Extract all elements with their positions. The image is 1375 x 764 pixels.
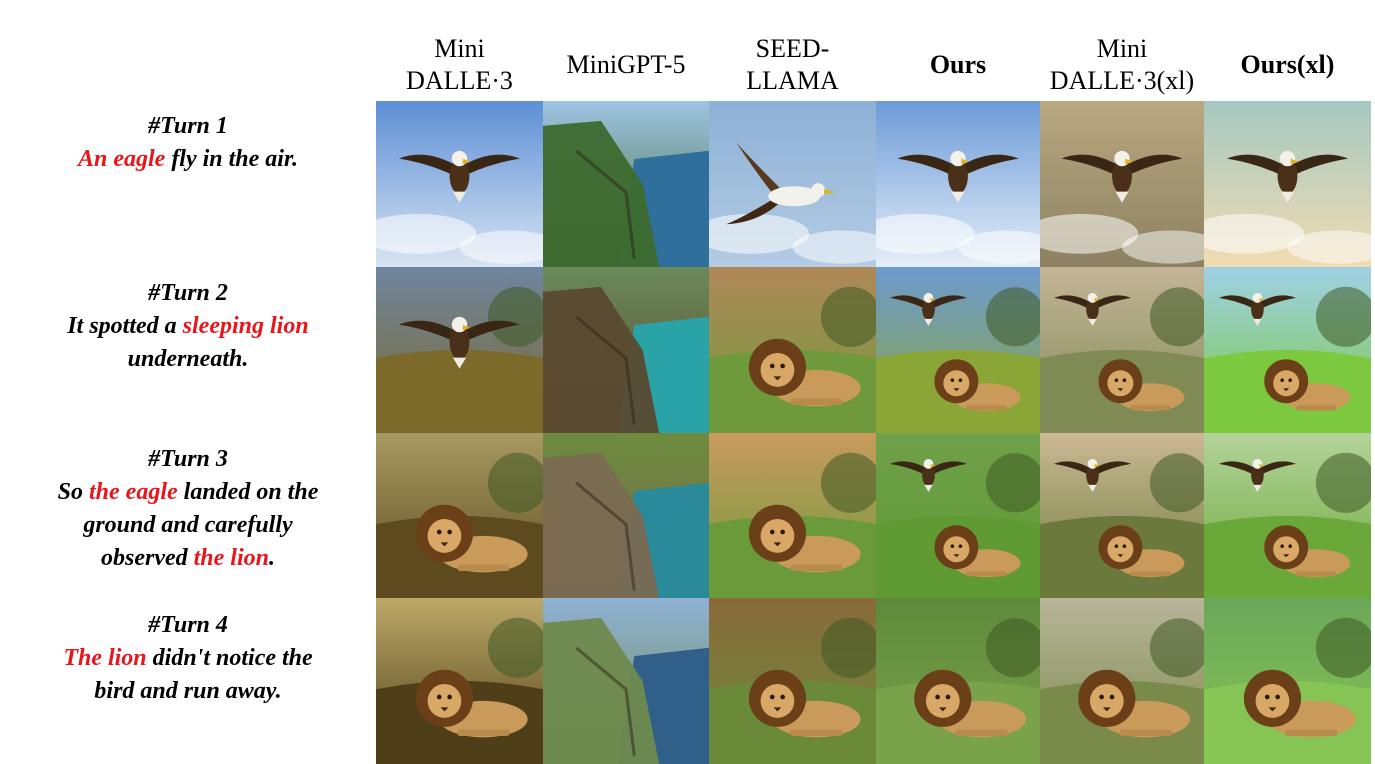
column-header-label: Mini DALLE·3(xl): [1049, 34, 1195, 95]
lion-icon: [1078, 669, 1190, 738]
generated-image: [709, 101, 876, 267]
lion-icon: [1098, 359, 1185, 412]
turn-title: #Turn 4: [148, 612, 228, 638]
turn-title: #Turn 1: [148, 113, 228, 139]
column-header-label: MiniGPT-5: [566, 50, 686, 79]
turn-title: #Turn 2: [148, 280, 228, 306]
prompt-text: It spotted a: [67, 313, 183, 339]
turn-caption: #Turn 2 It spotted a sleeping lion underne…: [0, 277, 376, 376]
prompt-text: fly in the air.: [165, 146, 298, 172]
eagle-icon: [1227, 150, 1348, 203]
generated-image: [1040, 433, 1204, 599]
column-header: Ours: [876, 30, 1040, 100]
column-header: MiniGPT-5: [543, 30, 709, 100]
generated-image: [1204, 101, 1371, 267]
prompt-text: observed: [101, 545, 194, 571]
lion-icon: [934, 525, 1021, 578]
generated-image: [376, 433, 543, 599]
column-header-label: SEED- LLAMA: [746, 34, 839, 95]
generated-image: [709, 267, 876, 433]
turn-caption: #Turn 1 An eagle fly in the air.: [0, 110, 376, 176]
highlighted-phrase: the lion: [193, 545, 269, 571]
prompt-text: .: [269, 545, 275, 571]
eagle-icon: [889, 293, 967, 326]
turn-caption: #Turn 3 So the eagle landed on the ground …: [0, 443, 376, 575]
lion-icon: [934, 359, 1021, 412]
lion-icon: [415, 504, 528, 573]
generated-image: [376, 101, 543, 267]
eagle-icon: [889, 459, 967, 492]
column-header: Mini DALLE·3(xl): [1040, 30, 1204, 100]
eagle-icon: [1053, 459, 1131, 492]
turn-prompt-line: The lion didn't notice the: [0, 642, 376, 675]
lion-icon: [1243, 669, 1356, 738]
turn-prompt-line: An eagle fly in the air.: [0, 143, 376, 176]
lion-icon: [1098, 525, 1185, 578]
eagle-icon: [1218, 293, 1296, 326]
highlighted-phrase: An eagle: [77, 146, 166, 172]
generated-image: [376, 267, 543, 433]
generated-image: [876, 267, 1040, 433]
prompt-text: underneath.: [127, 346, 249, 372]
column-header: Mini DALLE·3: [376, 30, 543, 100]
prompt-text: So: [57, 479, 90, 505]
generated-image: [876, 598, 1040, 764]
column-header: SEED- LLAMA: [709, 30, 876, 100]
turn-prompt-line: bird and run away.: [0, 675, 376, 708]
lion-icon: [748, 669, 861, 738]
generated-image: [1204, 598, 1371, 764]
turn-title: #Turn 3: [148, 446, 228, 472]
eagle-icon: [1061, 150, 1183, 203]
turn-prompt-line: underneath.: [0, 343, 376, 376]
turn-prompt-line: It spotted a sleeping lion: [0, 310, 376, 343]
eagle-icon: [399, 150, 520, 203]
prompt-text: bird and run away.: [94, 678, 282, 704]
eagle-icon: [1053, 293, 1131, 326]
eagle-icon: [399, 316, 520, 369]
generated-image: [376, 598, 543, 764]
turn-prompt-line: ground and carefully: [0, 509, 376, 542]
turn-prompt-line: So the eagle landed on the: [0, 476, 376, 509]
generated-image: [543, 101, 709, 267]
lion-icon: [914, 669, 1026, 738]
column-header-label: Mini DALLE·3: [406, 34, 513, 95]
generated-image: [1040, 598, 1204, 764]
highlighted-phrase: the eagle: [89, 479, 178, 505]
generated-image: [876, 433, 1040, 599]
generated-image: [543, 598, 709, 764]
lion-icon: [748, 504, 861, 573]
lion-icon: [1264, 359, 1351, 412]
generated-image: [1040, 267, 1204, 433]
generated-image: [709, 433, 876, 599]
generated-image: [1204, 433, 1371, 599]
eagle-icon: [1218, 459, 1296, 492]
generated-image: [876, 101, 1040, 267]
eagle-icon: [897, 150, 1019, 203]
prompt-text: ground and carefully: [83, 512, 293, 538]
prompt-text: landed on the: [177, 479, 319, 505]
generated-image: [543, 433, 709, 599]
lion-icon: [748, 338, 861, 407]
generated-image: [1040, 101, 1204, 267]
highlighted-phrase: sleeping lion: [182, 313, 309, 339]
lion-icon: [415, 669, 528, 738]
generated-image: [543, 267, 709, 433]
lion-icon: [1264, 525, 1351, 578]
generated-image: [1204, 267, 1371, 433]
bird-icon: [726, 142, 837, 225]
column-header: Ours(xl): [1204, 30, 1371, 100]
generated-image: [709, 598, 876, 764]
column-header-label: Ours: [929, 50, 987, 79]
column-header-label: Ours(xl): [1240, 50, 1335, 79]
prompt-text: didn't notice the: [146, 645, 313, 671]
highlighted-phrase: The lion: [63, 645, 147, 671]
turn-prompt-line: observed the lion.: [0, 542, 376, 575]
